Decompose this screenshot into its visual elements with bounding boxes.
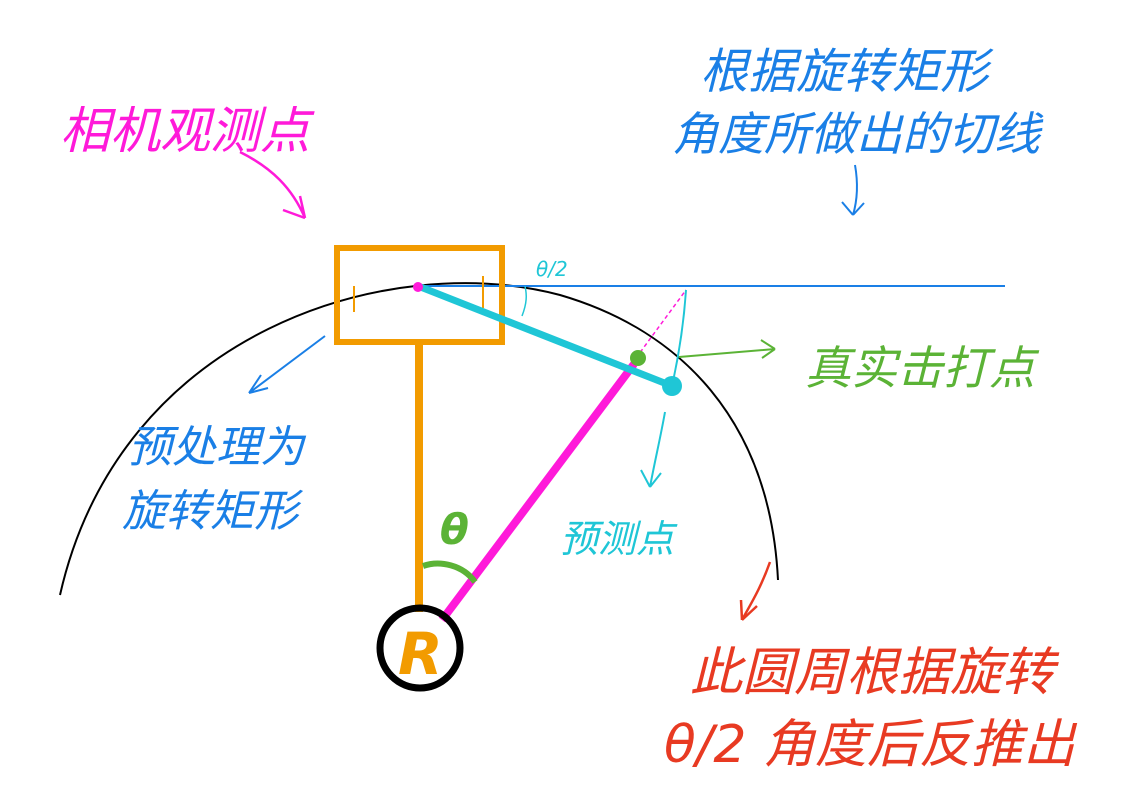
center-circle [376, 604, 464, 692]
label-theta: θ [440, 505, 469, 554]
red-arrow-down [739, 561, 772, 621]
cyan-arrow-down [640, 411, 666, 488]
green-arrow-right [678, 339, 776, 359]
dashed-extension [635, 289, 687, 359]
observation-line [416, 282, 674, 390]
label-circle-note-2: θ/2 角度后反推出 [664, 715, 1078, 775]
real-hit-point-dot [630, 350, 646, 366]
blue-arrow-down [841, 164, 865, 216]
rotated-rod [438, 361, 638, 623]
half-angle-arc [521, 285, 527, 317]
label-real-hit-point: 真实击打点 [805, 341, 1040, 395]
label-preprocess-1: 预处理为 [128, 422, 307, 473]
predicted-point-dot [662, 376, 682, 396]
camera-observation-dot [413, 282, 423, 292]
label-tangent-line-1: 根据旋转矩形 [700, 44, 994, 100]
magenta-arrow [239, 150, 307, 220]
label-circle-note-1: 此圆周根据旋转 [690, 643, 1060, 703]
label-predicted-point: 预测点 [560, 517, 678, 561]
label-camera-observation-point: 相机观测点 [60, 102, 315, 160]
blue-arrow-left [248, 335, 326, 394]
label-center-r: R [398, 620, 443, 688]
label-preprocess-2: 旋转矩形 [122, 486, 304, 537]
label-tangent-line-2: 角度所做出的切线 [672, 107, 1044, 161]
label-half-angle: θ/2 [536, 257, 568, 281]
theta-angle-arc [422, 560, 478, 584]
projection-arc [671, 289, 687, 387]
